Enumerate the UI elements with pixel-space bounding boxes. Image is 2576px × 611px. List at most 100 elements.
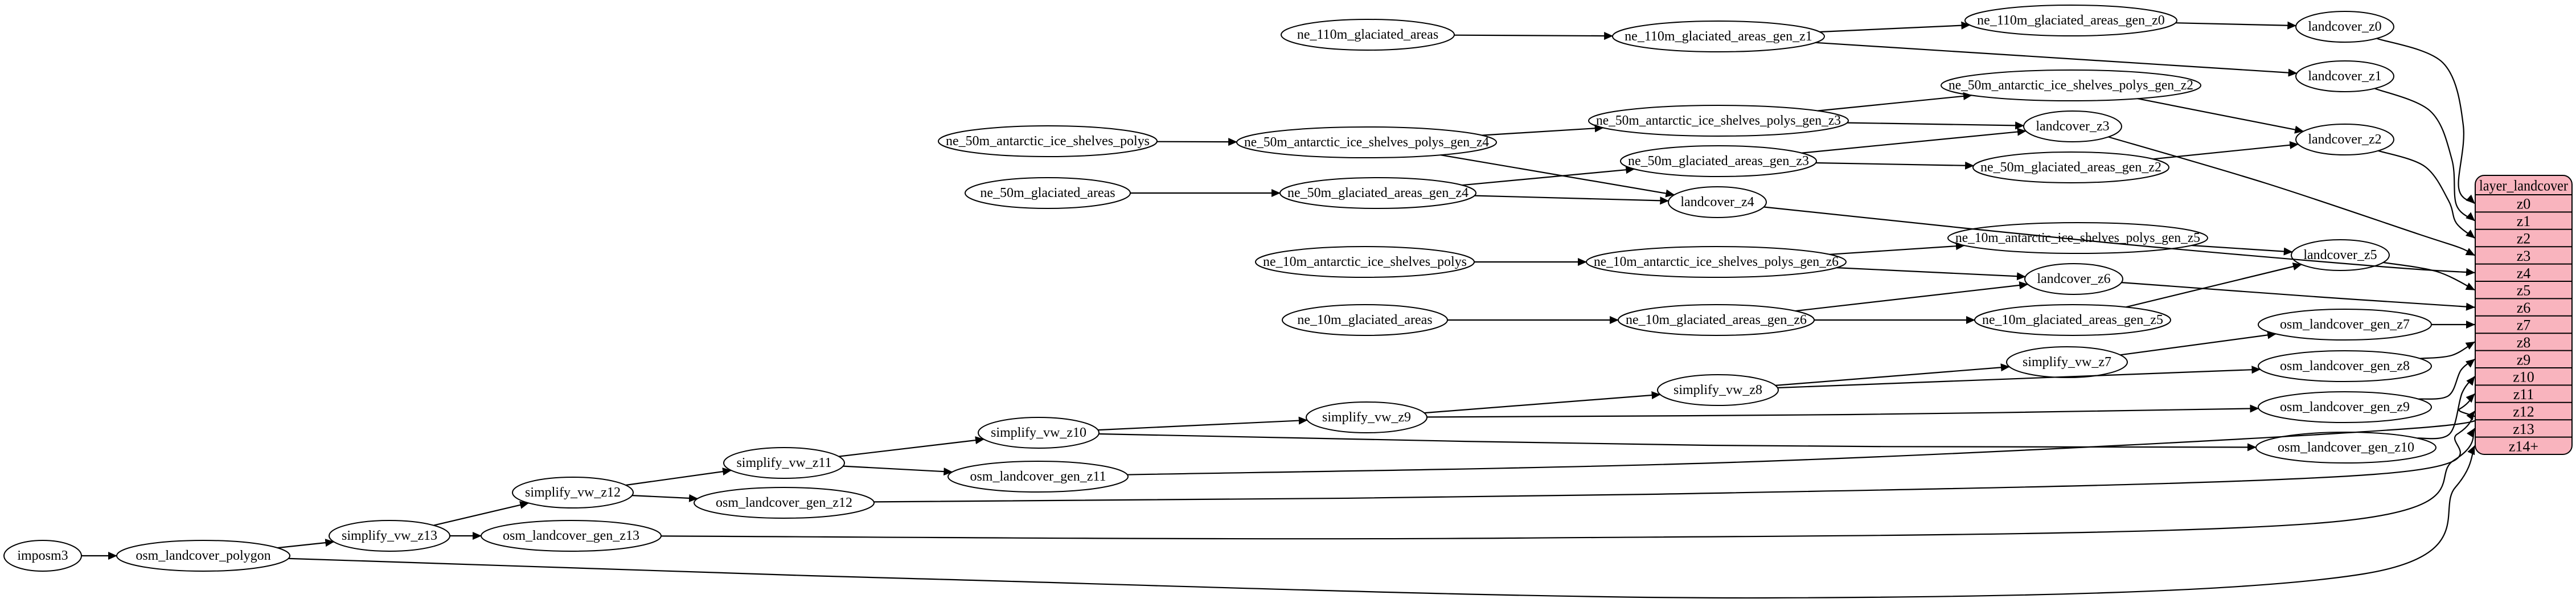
node-ne-110m-glaciated-areas-gen-z1: ne_110m_glaciated_areas_gen_z1 (1612, 20, 1825, 52)
table-cell-z11: z11 (2513, 386, 2534, 403)
node-landcover-z2: landcover_z2 (2295, 124, 2394, 155)
edge-simplify-vw-z12--simplify-vw-z11 (625, 468, 732, 486)
node-label-osm-landcover-gen-z7: osm_landcover_gen_z7 (2280, 317, 2410, 332)
edge-osm-landcover-polygon--row-z14 (288, 445, 2476, 599)
edge-ne-50m-antarctic-ice-shelves-polys-gen-z2--landcover-z2 (2137, 98, 2304, 134)
node-label-ne-50m-glaciated-areas-gen-z4: ne_50m_glaciated_areas_gen_z4 (1287, 186, 1469, 200)
node-label-ne-50m-glaciated-areas: ne_50m_glaciated_areas (980, 186, 1115, 200)
edge-landcover-z2--row-z2 (2378, 150, 2475, 239)
node-label-landcover-z2: landcover_z2 (2308, 132, 2381, 147)
table-cell-z2: z2 (2517, 231, 2531, 247)
edge-ne-50m-antarctic-ice-shelves-polys-gen-z4--ne-50m-antarctic-ice-shelves-polys-gen-z3 (1482, 124, 1604, 136)
table-cell-z6: z6 (2517, 300, 2531, 316)
edge-landcover-z3--row-z3 (2108, 136, 2475, 256)
node-label-simplify-vw-z12: simplify_vw_z12 (525, 485, 621, 500)
node-landcover-z6: landcover_z6 (2024, 263, 2123, 295)
table-cell-z14: z14+ (2509, 438, 2538, 454)
node-label-ne-10m-glaciated-areas-gen-z5: ne_10m_glaciated_areas_gen_z5 (1982, 313, 2163, 327)
table-cell-z9: z9 (2517, 351, 2531, 368)
node-label-ne-50m-glaciated-areas-gen-z2: ne_50m_glaciated_areas_gen_z2 (1980, 160, 2161, 175)
table-cell-z8: z8 (2517, 334, 2531, 351)
node-label-ne-110m-glaciated-areas-gen-z1: ne_110m_glaciated_areas_gen_z1 (1625, 29, 1812, 44)
node-ellipse-simplify-vw-z11 (723, 447, 845, 479)
edge-simplify-vw-z10--osm-landcover-gen-z10 (1098, 433, 2257, 452)
edge-osm-landcover-gen-z9--row-z9 (2418, 358, 2475, 400)
node-ne-50m-antarctic-ice-shelves-polys: ne_50m_antarctic_ice_shelves_polys (938, 125, 1158, 157)
node-label-landcover-z4: landcover_z4 (1680, 195, 1754, 210)
node-ne-50m-glaciated-areas-gen-z3: ne_50m_glaciated_areas_gen_z3 (1620, 145, 1817, 177)
edge-landcover-z5--row-z5 (2383, 261, 2475, 291)
edge-simplify-vw-z9--simplify-vw-z8 (1424, 391, 1661, 414)
edge-simplify-vw-z9--osm-landcover-gen-z9 (1426, 404, 2259, 418)
node-label-landcover-z3: landcover_z3 (2036, 119, 2109, 134)
node-ellipse-simplify-vw-z12 (512, 477, 634, 509)
edge-ne-110m-glaciated-areas-gen-z1--ne-110m-glaciated-areas-gen-z0 (1819, 21, 1971, 33)
edge-ne-50m-glaciated-areas-gen-z4--ne-50m-glaciated-areas-gen-z3 (1462, 166, 1635, 186)
node-landcover-z1: landcover_z1 (2295, 60, 2394, 92)
node-ne-10m-glaciated-areas-gen-z6: ne_10m_glaciated_areas_gen_z6 (1618, 304, 1815, 336)
node-label-landcover-z6: landcover_z6 (2037, 272, 2110, 286)
node-osm-landcover-gen-z13: osm_landcover_gen_z13 (481, 520, 662, 552)
node-landcover-z0: landcover_z0 (2295, 11, 2394, 43)
edge-osm-landcover-gen-z8--row-z8 (2419, 341, 2475, 359)
node-osm-landcover-gen-z7: osm_landcover_gen_z7 (2258, 309, 2432, 341)
node-label-osm-landcover-gen-z9: osm_landcover_gen_z9 (2280, 400, 2410, 415)
edges-layer (81, 21, 2479, 599)
node-ne-10m-antarctic-ice-shelves-polys-gen-z6: ne_10m_antarctic_ice_shelves_polys_gen_z… (1586, 246, 1847, 278)
edge-simplify-vw-z12--osm-landcover-gen-z12 (632, 494, 698, 502)
node-imposm3: imposm3 (3, 540, 82, 572)
node-label-landcover-z0: landcover_z0 (2308, 19, 2381, 34)
table-cell-z4: z4 (2517, 265, 2531, 281)
node-simplify-vw-z13: simplify_vw_z13 (329, 520, 450, 552)
edge-simplify-vw-z7--osm-landcover-gen-z7 (2120, 331, 2276, 356)
node-label-ne-50m-antarctic-ice-shelves-polys-gen-z4: ne_50m_antarctic_ice_shelves_polys_gen_z… (1244, 135, 1489, 150)
edge-ne-50m-antarctic-ice-shelves-polys-gen-z4--landcover-z4 (1440, 154, 1675, 198)
edge-ne-110m-glaciated-areas-gen-z1--landcover-z1 (1815, 42, 2298, 77)
edge-osm-landcover-gen-z10--row-z10 (2417, 376, 2475, 440)
node-landcover-z4: landcover_z4 (1668, 186, 1767, 218)
node-ne-50m-antarctic-ice-shelves-polys-gen-z2: ne_50m_antarctic_ice_shelves_polys_gen_z… (1941, 69, 2201, 101)
edge-ne-10m-glaciated-areas-gen-z5--landcover-z5 (2126, 263, 2302, 308)
edge-ne-110m-glaciated-areas--ne-110m-glaciated-areas-gen-z1 (1454, 31, 1613, 40)
node-osm-landcover-gen-z9: osm_landcover_gen_z9 (2258, 391, 2432, 423)
table-title: layer_landcover (2479, 178, 2568, 194)
node-ne-10m-antarctic-ice-shelves-polys: ne_10m_antarctic_ice_shelves_polys (1255, 246, 1475, 278)
node-label-osm-landcover-gen-z8: osm_landcover_gen_z8 (2280, 359, 2410, 374)
node-osm-landcover-gen-z12: osm_landcover_gen_z12 (694, 487, 875, 519)
node-ne-110m-glaciated-areas-gen-z0: ne_110m_glaciated_areas_gen_z0 (1964, 5, 2177, 36)
node-ellipse-osm-landcover-gen-z11 (947, 461, 1129, 493)
node-label-ne-10m-antarctic-ice-shelves-polys-gen-z5: ne_10m_antarctic_ice_shelves_polys_gen_z… (1955, 231, 2200, 245)
node-label-osm-landcover-gen-z10: osm_landcover_gen_z10 (2278, 440, 2414, 455)
node-label-ne-50m-antarctic-ice-shelves-polys-gen-z3: ne_50m_antarctic_ice_shelves_polys_gen_z… (1596, 113, 1841, 128)
node-osm-landcover-polygon: osm_landcover_polygon (116, 540, 290, 572)
node-label-ne-110m-glaciated-areas-gen-z0: ne_110m_glaciated_areas_gen_z0 (1977, 13, 2165, 28)
edge-ne-50m-antarctic-ice-shelves-polys-gen-z3--landcover-z3 (1847, 121, 2024, 130)
node-label-simplify-vw-z8: simplify_vw_z8 (1673, 383, 1762, 397)
node-ne-50m-glaciated-areas-gen-z2: ne_50m_glaciated_areas_gen_z2 (1972, 151, 2169, 183)
node-ellipse-ne-50m-antarctic-ice-shelves-polys-gen-z2 (1941, 69, 2201, 101)
node-simplify-vw-z7: simplify_vw_z7 (2006, 346, 2128, 378)
node-ellipse-ne-50m-glaciated-areas-gen-z3 (1620, 145, 1817, 177)
edge-ne-10m-glaciated-areas-gen-z6--landcover-z6 (1795, 281, 2029, 312)
node-ellipse-simplify-vw-z7 (2006, 346, 2128, 378)
node-label-imposm3: imposm3 (17, 548, 68, 563)
node-label-osm-landcover-gen-z13: osm_landcover_gen_z13 (503, 528, 639, 543)
node-ellipse-osm-landcover-gen-z12 (694, 487, 875, 519)
table-cell-z1: z1 (2517, 213, 2531, 229)
node-ellipse-ne-50m-antarctic-ice-shelves-polys-gen-z3 (1588, 105, 1849, 137)
edge-ne-10m-antarctic-ice-shelves-polys-gen-z6--ne-10m-antarctic-ice-shelves-polys-gen-z5 (1830, 242, 1965, 255)
node-ellipse-simplify-vw-z10 (978, 417, 1100, 449)
table-cell-z7: z7 (2517, 317, 2531, 334)
edge-simplify-vw-z8--simplify-vw-z7 (1775, 363, 2010, 386)
node-label-osm-landcover-polygon: osm_landcover_polygon (136, 548, 270, 563)
node-ne-50m-antarctic-ice-shelves-polys-gen-z4: ne_50m_antarctic_ice_shelves_polys_gen_z… (1236, 126, 1497, 158)
edge-ne-50m-glaciated-areas-gen-z3--ne-50m-glaciated-areas-gen-z2 (1815, 161, 1974, 170)
node-ne-50m-glaciated-areas-gen-z4: ne_50m_glaciated_areas_gen_z4 (1279, 177, 1476, 209)
node-label-ne-50m-antarctic-ice-shelves-polys: ne_50m_antarctic_ice_shelves_polys (946, 134, 1150, 149)
node-simplify-vw-z11: simplify_vw_z11 (723, 447, 845, 479)
node-simplify-vw-z9: simplify_vw_z9 (1306, 401, 1428, 433)
node-label-osm-landcover-gen-z11: osm_landcover_gen_z11 (970, 469, 1106, 484)
node-ellipse-simplify-vw-z8 (1657, 374, 1779, 406)
